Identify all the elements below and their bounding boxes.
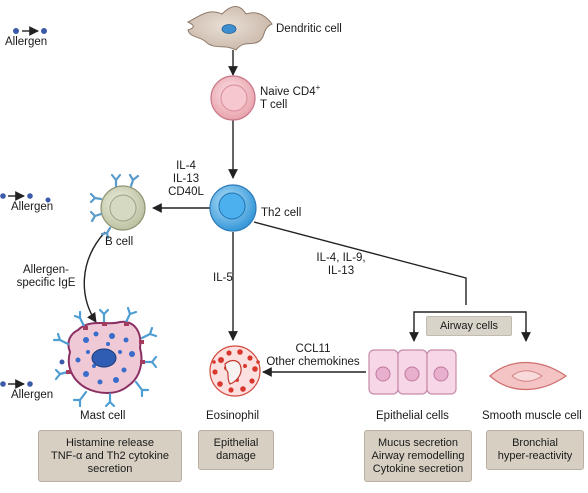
line-th2-to-airway xyxy=(253,221,467,305)
epithelial-cells-icon xyxy=(368,349,457,395)
naive-t-cell-icon xyxy=(210,75,256,121)
line-airway-branch xyxy=(413,311,527,334)
signal-il13: IL-13 xyxy=(172,173,200,185)
allergen-label-2: Allergen xyxy=(11,201,54,213)
naive-t-cell-label-line1: Naive CD4 xyxy=(260,86,316,98)
connector-lines xyxy=(8,26,531,389)
epithelial-outcome-line2: Airway remodelling xyxy=(371,449,465,462)
bcell-label: B cell xyxy=(105,236,134,248)
epithelial-outcome-line3: Cytokine secretion xyxy=(372,462,464,475)
airway-signals-label: IL-4, IL-9, IL-13 xyxy=(311,252,371,278)
allergen-label-1: Allergen xyxy=(5,36,48,48)
allergen-dots xyxy=(0,28,65,387)
smooth-muscle-outcome-line1: Bronchial xyxy=(512,437,558,449)
ige-label-line2: specific IgE xyxy=(16,277,76,289)
smooth-muscle-label: Smooth muscle cell xyxy=(482,410,582,422)
airway-signals-line2: IL-13 xyxy=(327,265,355,277)
chemokines-line2: Other chemokines xyxy=(266,356,360,368)
smooth-muscle-cell-icon xyxy=(489,361,568,391)
epithelial-outcome-line1: Mucus secretion xyxy=(377,436,459,449)
naive-t-cell-label: Naive CD4+ T cell xyxy=(260,83,321,112)
epithelial-cells-label: Epithelial cells xyxy=(376,410,449,422)
airway-cells-label: Airway cells xyxy=(426,316,512,336)
chemokines-line1: CCL11 xyxy=(295,343,331,355)
ige-label: Allergen- specific IgE xyxy=(12,264,80,290)
eosinophil-outcome-box: Epithelial damage xyxy=(198,430,274,470)
allergen-label-3: Allergen xyxy=(11,389,54,401)
eosinophil-outcome-line2: damage xyxy=(216,450,256,462)
eosinophil-outcome-line1: Epithelial xyxy=(213,437,259,449)
smooth-muscle-outcome-box: Bronchial hyper-reactivity xyxy=(486,430,584,470)
b-cell-icon xyxy=(89,173,146,240)
il5-label: IL-5 xyxy=(213,272,233,284)
dendritic-cell-label: Dendritic cell xyxy=(276,23,342,35)
chemokines-label: CCL11 Other chemokines xyxy=(262,343,364,369)
airway-signals-line1: IL-4, IL-9, xyxy=(316,252,366,264)
mast-cell-label: Mast cell xyxy=(80,410,126,422)
mast-cell-icon xyxy=(52,306,158,408)
ige-label-line1: Allergen- xyxy=(22,264,70,276)
eosinophil-icon xyxy=(209,345,261,397)
naive-t-cell-sup: + xyxy=(315,83,321,93)
mast-outcome-line3: secretion xyxy=(87,462,133,475)
th2-cell-icon xyxy=(209,184,257,232)
eosinophil-label: Eosinophil xyxy=(206,410,260,422)
mast-cell-outcome-box: Histamine release TNF-α and Th2 cytokine… xyxy=(38,430,182,482)
naive-t-cell-label-line2: T cell xyxy=(260,99,288,111)
signal-cd40l: CD40L xyxy=(168,186,204,198)
signal-il4: IL-4 xyxy=(176,160,196,172)
epithelial-outcome-box: Mucus secretion Airway remodelling Cytok… xyxy=(364,430,472,482)
mast-outcome-line1: Histamine release xyxy=(65,436,155,449)
arrow-bcell-to-mast xyxy=(83,231,106,323)
smooth-muscle-outcome-line2: hyper-reactivity xyxy=(497,450,573,462)
bcell-signals-label: IL-4 IL-13 CD40L xyxy=(163,160,209,199)
th2-cell-label: Th2 cell xyxy=(261,207,302,219)
mast-outcome-line2: TNF-α and Th2 cytokine xyxy=(50,449,170,462)
dendritic-cell-icon xyxy=(186,6,273,51)
